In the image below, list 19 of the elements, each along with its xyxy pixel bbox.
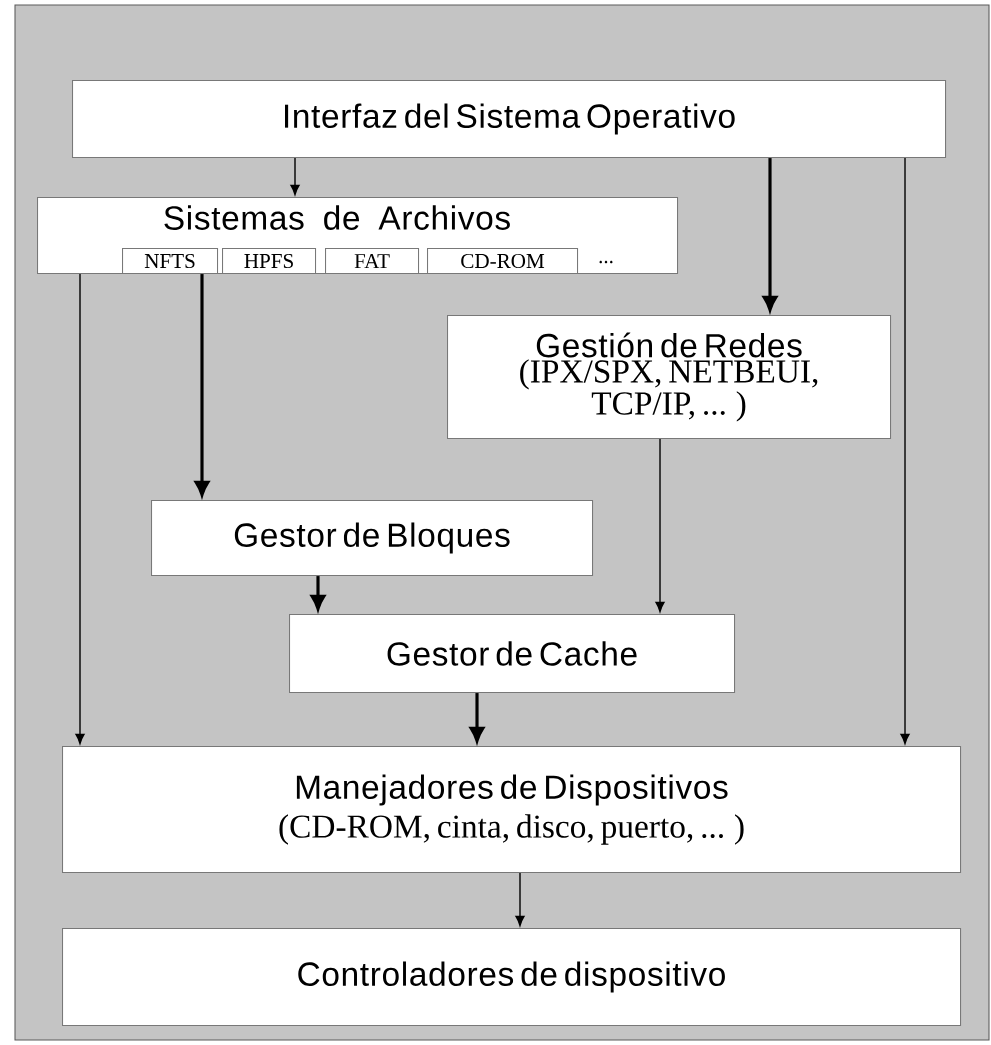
arrow (469, 693, 485, 743)
format-box: CD-ROM (427, 248, 579, 275)
network-box: Gestión de Redes (IPX/SPX, NETBEUI, TCP/IP, ... ) (447, 315, 892, 440)
format-box: HPFS (222, 248, 317, 275)
arrow (290, 157, 300, 196)
cache-manager-box: Gestor de Cache (289, 614, 736, 694)
interface-box: Interfaz del Sistema Operativo (72, 80, 947, 159)
arrow (900, 157, 910, 745)
arrow (655, 438, 665, 613)
controller-box: Controladores de dispositivo (62, 928, 962, 1027)
arrow (762, 158, 778, 312)
arrow (310, 576, 326, 611)
driver-box: Manejadores de Dispositivos (CD-ROM, cinta, disco, puerto, ... ) (62, 746, 962, 874)
format-box: NFTS (122, 248, 219, 275)
arrow (515, 872, 525, 927)
block-manager-box: Gestor de Bloques (151, 500, 594, 577)
arrow (194, 274, 210, 497)
format-box: FAT (325, 248, 420, 275)
arrow (75, 273, 85, 745)
